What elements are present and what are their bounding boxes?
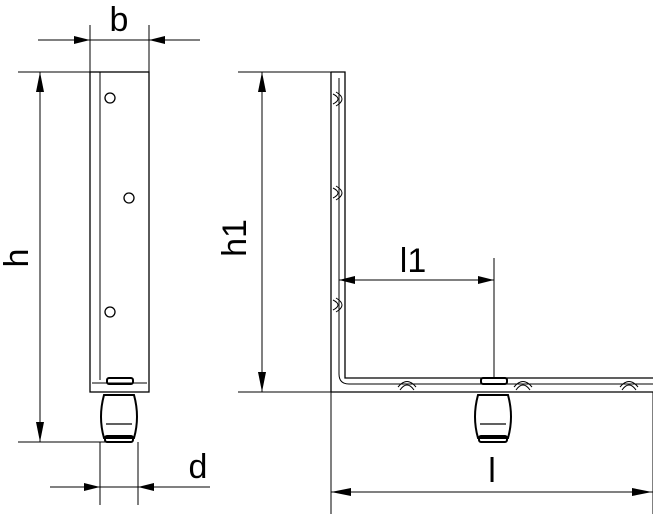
dimension-l: l <box>330 392 653 514</box>
bracket-inner-outline <box>331 71 653 379</box>
label-h: h <box>0 249 36 268</box>
screw-hole-bottom <box>104 306 116 318</box>
dimension-b: b <box>38 1 200 72</box>
label-d: d <box>189 448 208 486</box>
rib-marks-vertical <box>332 91 343 313</box>
dimension-d: d <box>50 442 210 505</box>
screw-hole-top <box>104 92 116 104</box>
label-b: b <box>110 1 129 39</box>
screw-hole-middle <box>123 192 135 204</box>
rib-marks-horizontal <box>397 381 639 391</box>
stud-side <box>474 394 512 443</box>
bracket-bend-line <box>338 78 653 385</box>
fastener-collar <box>106 377 134 385</box>
front-view <box>89 71 150 443</box>
side-fastener-collar <box>480 377 508 385</box>
label-l1: l1 <box>400 242 426 280</box>
label-l: l <box>488 452 496 490</box>
side-view <box>330 71 653 443</box>
stud-front <box>100 394 138 443</box>
dimension-l1: l1 <box>339 242 495 378</box>
plate-outline <box>89 71 150 393</box>
dimension-h: h <box>0 71 108 443</box>
dimension-h1: h1 <box>216 71 331 393</box>
label-h1: h1 <box>216 219 254 257</box>
